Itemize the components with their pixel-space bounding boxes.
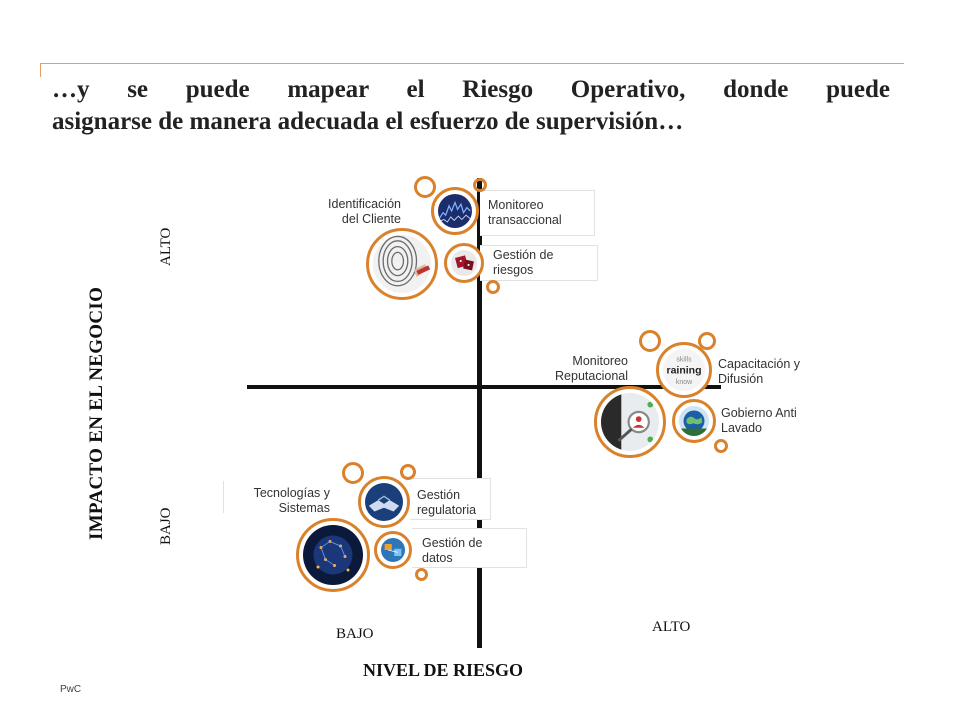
label-regulatoria-line-2: regulatoria: [417, 503, 477, 517]
label-regulatoria-line-1: Gestión: [417, 488, 461, 502]
decorative-ring: [698, 332, 716, 350]
decorative-ring: [714, 439, 728, 453]
label-identificacion-line-1: Identificación: [328, 197, 401, 211]
label-monitoreo-reputacional: Monitoreo Reputacional: [520, 354, 628, 384]
footer-brand: PwC: [60, 684, 82, 695]
label-gestion-regulatoria: Gestión regulatoria: [417, 488, 476, 518]
y-axis-low-label: BAJO: [158, 507, 174, 545]
decorative-ring: [486, 280, 500, 294]
label-capacitacion-difusion: Capacitación y Difusión: [718, 357, 800, 387]
stock-chart-icon: [438, 194, 472, 228]
label-identificacion-cliente: Identificación del Cliente: [300, 197, 401, 227]
label-box-gestion-riesgos: [480, 245, 598, 281]
label-datos-line-1: Gestión de: [422, 536, 483, 550]
header-rule-tick: [40, 63, 41, 77]
label-gestion-riesgos: Gestión de riesgos: [493, 248, 553, 278]
badge-text-know: know: [676, 379, 693, 386]
label-capacitacion-line-2: Difusión: [718, 372, 764, 386]
vertical-axis: [477, 178, 482, 648]
label-tecnologias-sistemas: Tecnologías y Sistemas: [228, 486, 330, 516]
decorative-ring: [415, 568, 428, 581]
digital-brain-icon: [303, 525, 363, 585]
gestion-regulatoria-circle: [358, 476, 410, 528]
decorative-ring: [400, 464, 416, 480]
label-capacitacion-line-1: Capacitación y: [718, 357, 800, 371]
gestion-riesgos-circle: [444, 243, 484, 283]
label-reputacional-line-2: Reputacional: [555, 369, 628, 383]
label-gobierno-anti-lavado: Gobierno Anti Lavado: [721, 406, 797, 436]
y-axis-label: IMPACTO EN EL NEGOCIO: [86, 286, 107, 540]
label-gobierno-line-1: Gobierno Anti: [721, 406, 797, 420]
label-gobierno-line-2: Lavado: [721, 421, 763, 435]
globe-icon: [679, 406, 709, 436]
label-tecnologias-line-1: Tecnologías y: [253, 486, 330, 500]
decorative-ring: [414, 176, 436, 198]
decorative-ring: [639, 330, 661, 352]
handshake-icon: [365, 483, 403, 521]
gestion-datos-circle: [374, 531, 412, 569]
label-box-monitoreo: [480, 190, 595, 236]
label-monitoreo-line-1: Monitoreo: [488, 198, 544, 212]
risk-dice-icon: [451, 250, 477, 276]
fingerprint-icon: [373, 235, 431, 293]
capacitacion-difusion-circle: skills raining know: [656, 342, 712, 398]
header-rule: [40, 63, 904, 64]
x-axis-low-label: BAJO: [336, 626, 374, 642]
decorative-ring: [342, 462, 364, 484]
data-network-icon: [381, 538, 405, 562]
x-axis-high-label: ALTO: [652, 619, 691, 635]
slide-title-line-2: asignarse de manera adecuada el esfuerzo…: [52, 108, 684, 135]
decorative-ring: [473, 178, 487, 192]
x-axis-label: NIVEL DE RIESGO: [363, 660, 524, 680]
label-gestion-riesgos-line-1: Gestión de: [493, 248, 554, 262]
monitoreo-reputacional-circle: [594, 386, 666, 458]
label-datos-line-2: datos: [422, 551, 453, 565]
training-word-icon: skills raining know: [663, 349, 705, 391]
label-gestion-riesgos-line-2: riesgos: [493, 263, 534, 277]
badge-text-skills: skills: [676, 356, 692, 363]
identificacion-cliente-circle: [366, 228, 438, 300]
gobierno-anti-lavado-circle: [672, 399, 716, 443]
label-box-regulatoria: [410, 478, 491, 520]
label-reputacional-line-1: Monitoreo: [572, 354, 628, 368]
label-gestion-datos: Gestión de datos: [422, 536, 482, 566]
y-axis-high-label: ALTO: [158, 227, 174, 266]
label-monitoreo-line-2: transaccional: [488, 213, 562, 227]
magnifier-people-icon: [601, 393, 659, 451]
label-box-datos: [412, 528, 527, 568]
label-box-edge: [223, 481, 224, 513]
slide-title-line-1: …y se puede mapear el Riesgo Operativo, …: [52, 76, 890, 103]
tecnologias-sistemas-circle: [296, 518, 370, 592]
monitoreo-transaccional-circle: [431, 187, 479, 235]
badge-text-raining: raining: [666, 365, 701, 377]
horizontal-axis: [247, 385, 721, 389]
label-monitoreo-transaccional: Monitoreo transaccional: [488, 198, 562, 228]
slide-title: …y se puede mapear el Riesgo Operativo, …: [52, 74, 890, 138]
label-tecnologias-line-2: Sistemas: [278, 501, 330, 515]
label-identificacion-line-2: del Cliente: [341, 212, 401, 226]
